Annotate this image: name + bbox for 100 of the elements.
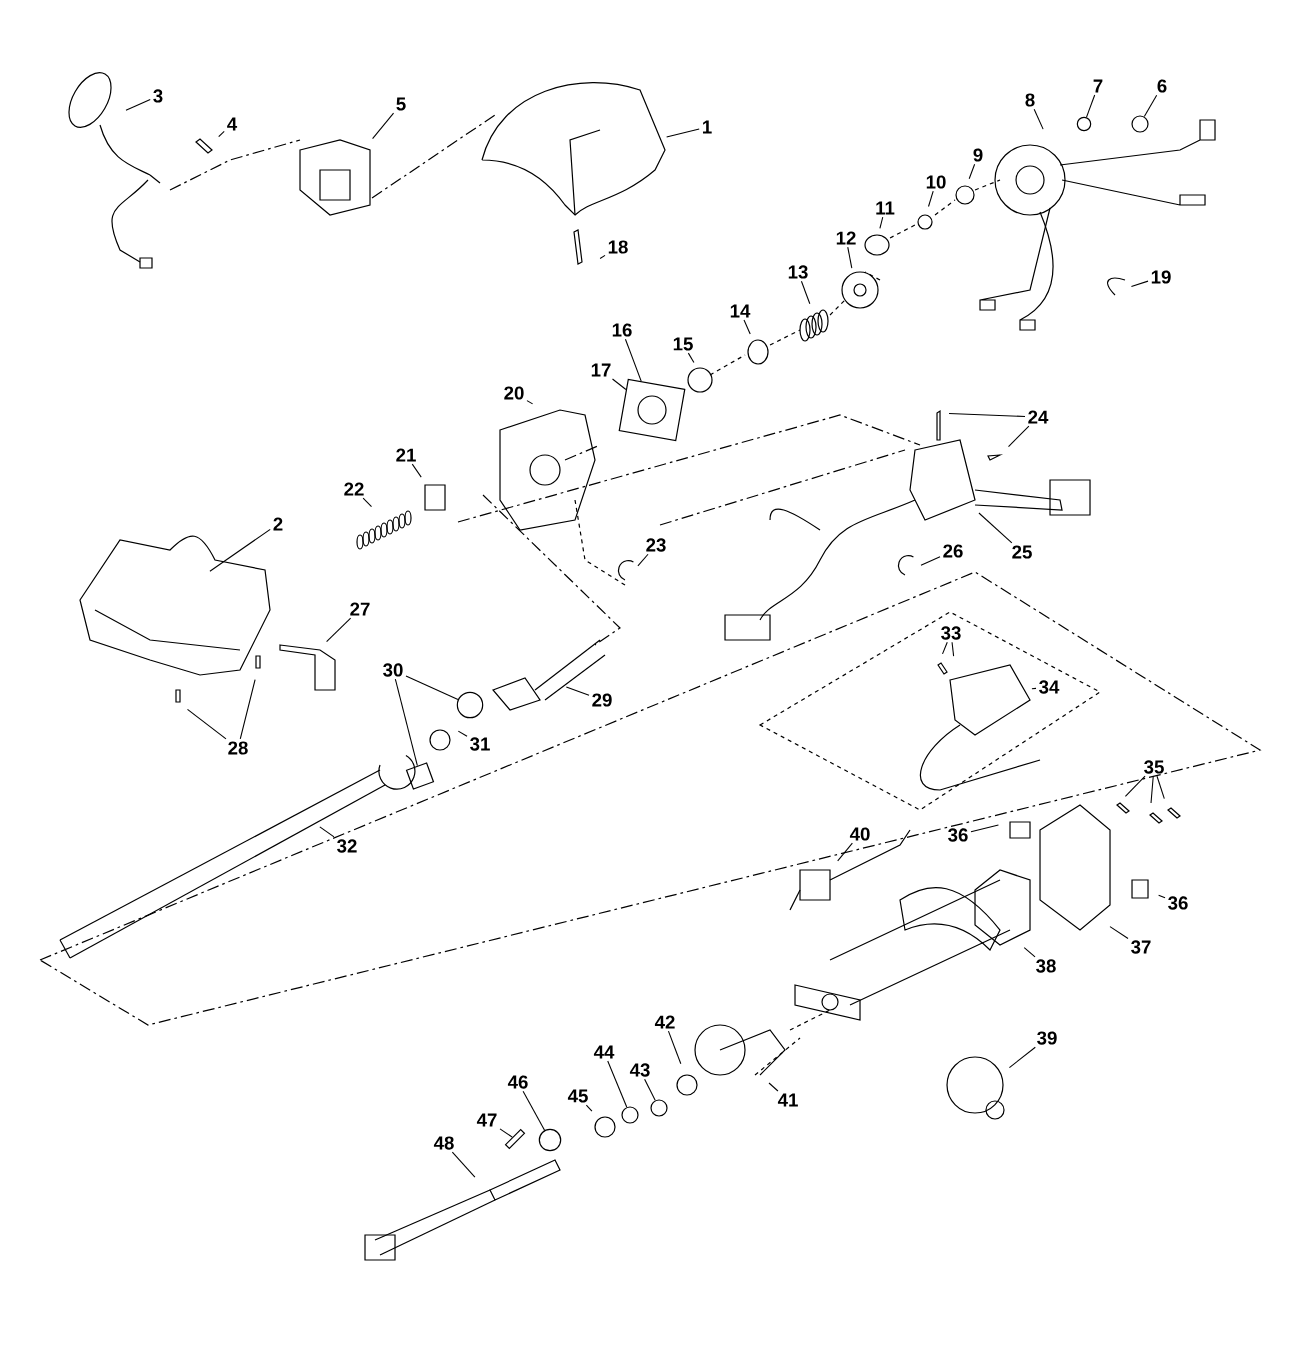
callout-number: 40 [849, 827, 870, 841]
leader-line [319, 826, 335, 838]
callout-number: 25 [1012, 545, 1032, 559]
callout-number: 6 [1157, 79, 1167, 93]
callout-number: 42 [654, 1015, 675, 1029]
leader-line [1130, 280, 1149, 287]
callout-number: 1 [703, 120, 712, 134]
leader-line [1143, 94, 1158, 118]
leader-line [405, 675, 459, 701]
callout-number: 13 [788, 265, 808, 279]
callout-number: 38 [1036, 959, 1056, 973]
callout-number: 48 [433, 1136, 454, 1150]
leader-line [457, 730, 468, 737]
leader-line [970, 824, 999, 833]
callout-number: 46 [507, 1075, 528, 1089]
leader-line [968, 163, 976, 180]
leader-line [1150, 775, 1154, 804]
leader-line [1086, 94, 1096, 118]
leader-line [948, 412, 1026, 418]
leader-line [451, 1151, 476, 1178]
leader-line [879, 216, 884, 229]
leader-line [1109, 926, 1129, 939]
callout-number: 5 [396, 97, 406, 111]
leader-line [125, 98, 151, 111]
switch-part [618, 378, 686, 442]
leader-line [599, 254, 606, 260]
part-ring [456, 691, 484, 719]
leader-line [1158, 894, 1166, 899]
leader-line [951, 641, 955, 657]
callout-number: 37 [1131, 940, 1151, 954]
leader-line [941, 641, 948, 655]
callout-number: 34 [1039, 680, 1060, 694]
leader-line [565, 686, 590, 696]
leader-line [1124, 775, 1146, 797]
leader-line [499, 1128, 513, 1138]
callout-number: 27 [350, 602, 370, 616]
callout-number: 22 [344, 482, 364, 496]
leader-line [768, 1082, 779, 1092]
callout-number: 16 [612, 323, 632, 337]
callout-number: 21 [396, 448, 416, 462]
callout-number: 20 [504, 386, 524, 400]
leader-line [1156, 775, 1165, 800]
leader-line [1031, 687, 1037, 690]
part-ring [538, 1128, 562, 1152]
leader-line [611, 378, 627, 391]
part-ring [1076, 116, 1092, 132]
leader-line [687, 352, 695, 364]
leader-line [411, 463, 422, 478]
leader-line [372, 112, 395, 140]
callout-number: 3 [153, 89, 163, 103]
callout-number: 2 [273, 517, 283, 531]
leader-line [624, 338, 642, 382]
leader-line [239, 679, 256, 740]
leader-line [1007, 425, 1030, 448]
callout-number: 36 [948, 828, 968, 842]
leader-line [800, 280, 811, 305]
callout-number: 23 [646, 538, 666, 552]
leader-line [920, 556, 941, 566]
callout-number: 4 [227, 117, 238, 131]
leader-line [585, 1104, 593, 1112]
leader-line [186, 708, 227, 740]
leader-line [837, 842, 853, 862]
leader-line [362, 497, 373, 508]
callout-number: 45 [567, 1089, 588, 1103]
nut [1131, 115, 1149, 133]
callout-number: 28 [228, 741, 248, 755]
callout-number: 10 [926, 175, 946, 189]
callout-number: 43 [629, 1063, 650, 1077]
callout-number: 35 [1144, 760, 1164, 774]
callout-number: 33 [941, 626, 961, 640]
leader-line [847, 246, 853, 269]
cam-part [405, 762, 435, 790]
leader-line [1023, 947, 1036, 958]
leader-line [644, 1078, 656, 1101]
callout-number: 8 [1025, 93, 1035, 107]
callout-number: 39 [1037, 1031, 1057, 1045]
leader-line [637, 553, 649, 567]
leader-line [209, 528, 271, 572]
leader-line [1033, 108, 1044, 130]
leader-line [1008, 1046, 1036, 1069]
leader-line [526, 400, 534, 405]
leader-line [666, 128, 700, 138]
callout-number: 26 [943, 544, 963, 558]
callout-number: 31 [470, 737, 490, 751]
callout-number: 14 [730, 304, 751, 318]
leader-line [607, 1060, 628, 1108]
callout-number: 30 [383, 663, 403, 677]
leader-line [978, 512, 1013, 544]
callout-number: 19 [1151, 270, 1171, 284]
callout-number: 7 [1093, 79, 1103, 93]
callout-number: 29 [592, 693, 612, 707]
callout-number: 11 [876, 201, 895, 215]
callout-number: 24 [1028, 410, 1049, 424]
leader-line [927, 190, 934, 208]
callout-number: 47 [476, 1113, 497, 1127]
leader-line [218, 130, 225, 138]
leader-line [394, 678, 418, 767]
callout-number: 12 [836, 231, 856, 245]
part-ring [621, 1106, 639, 1124]
leader-line [522, 1090, 546, 1131]
